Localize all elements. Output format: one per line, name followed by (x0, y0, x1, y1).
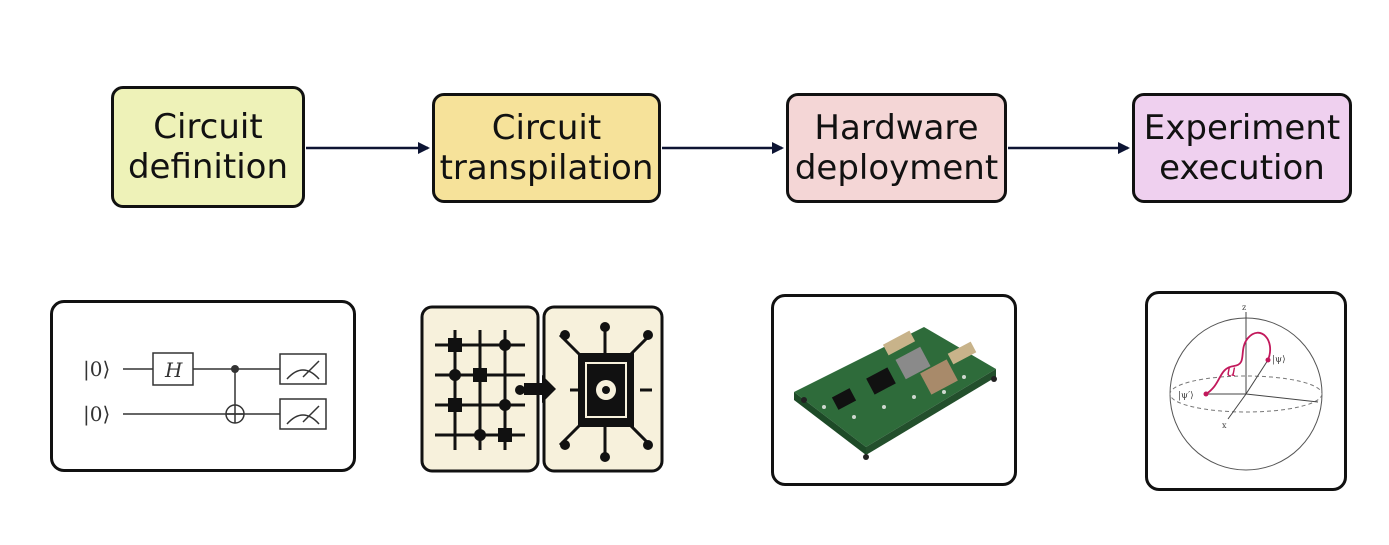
state-vector (1245, 359, 1269, 395)
state-label-psi: |ψ⟩ (1272, 355, 1286, 365)
stage-experiment-execution: Experiment execution (1132, 93, 1352, 203)
stage-circuit-definition: Circuit definition (111, 86, 305, 208)
stage-hardware-deployment: Hardware deployment (786, 93, 1007, 203)
ket-label: |0⟩ (83, 357, 110, 382)
stage-label: Circuit transpilation (439, 108, 654, 188)
quantum-circuit: |0⟩ |0⟩ H (83, 352, 327, 430)
hadamard-gate (152, 352, 194, 386)
bloch-sphere-panel: z x |ψ⟩ |ψ′⟩ u (1145, 291, 1347, 491)
bloch-sphere: z x |ψ⟩ |ψ′⟩ u (1169, 303, 1323, 471)
axis-label-z: z (1242, 303, 1246, 312)
fpga-board-image (794, 327, 997, 460)
unitary-label: u (1226, 361, 1236, 380)
state-label-psi-prime: |ψ′⟩ (1178, 391, 1194, 401)
stage-label: Experiment execution (1143, 108, 1341, 188)
axis-label-x: x (1222, 421, 1227, 430)
gate-label: H (164, 358, 183, 382)
trajectory (1205, 331, 1271, 395)
stage-label: Hardware deployment (794, 108, 999, 188)
hardware-board-panel (771, 294, 1017, 486)
transform-arrow-icon (524, 375, 556, 403)
measurement-icon (279, 353, 327, 385)
stage-label: Circuit definition (127, 107, 289, 187)
stage-circuit-transpilation: Circuit transpilation (432, 93, 661, 203)
circuit-diagram-panel: |0⟩ |0⟩ H (50, 300, 356, 472)
ket-label: |0⟩ (83, 402, 110, 427)
measurement-icon (279, 398, 327, 430)
transpilation-illustration (420, 305, 664, 473)
